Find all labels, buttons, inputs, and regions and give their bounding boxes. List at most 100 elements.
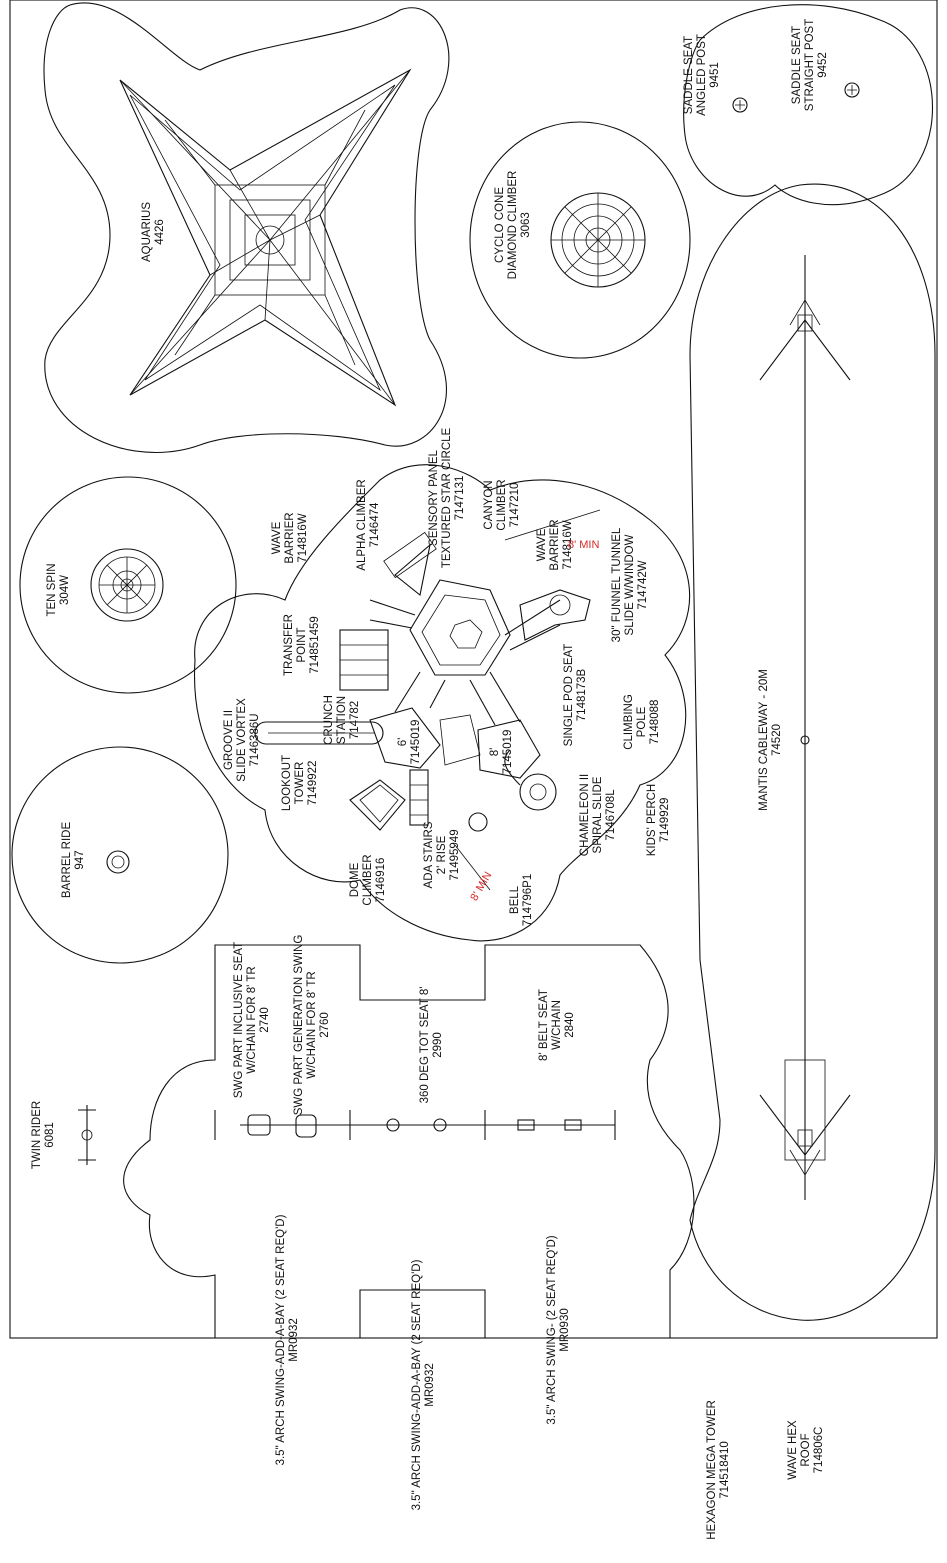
transfer-point-steps <box>339 629 389 691</box>
cableway-line <box>800 255 810 1200</box>
svg-text:7146386U: 7146386U <box>249 713 261 766</box>
hexagon-mega-tower <box>409 579 511 676</box>
canyon-climber-label: CANYON CLIMBER 7147210 <box>483 479 521 530</box>
svg-text:CLIMBER: CLIMBER <box>496 479 508 530</box>
svg-text:CLIMBING: CLIMBING <box>623 694 635 750</box>
swing-frame <box>214 1110 616 1140</box>
svg-text:3.5" ARCH SWING-ADD-A-BAY (2 S: 3.5" ARCH SWING-ADD-A-BAY (2 SEAT REQ'D) <box>275 1214 287 1465</box>
svg-text:TWIN RIDER: TWIN RIDER <box>31 1101 43 1169</box>
svg-text:714816W: 714816W <box>297 513 309 562</box>
small-clearance-label: 8' MIN <box>468 870 494 903</box>
svg-text:TEXTURED STAR CIRCLE: TEXTURED STAR CIRCLE <box>441 427 453 568</box>
tot-seat-label: 360 DEG TOT SEAT 8' 2990 <box>419 987 444 1104</box>
min-clearance-label: 8' MIN <box>568 539 599 551</box>
site-boundary <box>9 0 938 1339</box>
svg-text:HEXAGON MEGA TOWER: HEXAGON MEGA TOWER <box>706 1400 718 1540</box>
svg-text:714742W: 714742W <box>637 560 649 609</box>
svg-text:CHAMELEON II: CHAMELEON II <box>579 774 591 856</box>
svg-text:CRUNCH: CRUNCH <box>323 695 335 745</box>
svg-text:3.5" ARCH SWING- (2 SEAT REQ'D: 3.5" ARCH SWING- (2 SEAT REQ'D) <box>546 1235 558 1424</box>
svg-text:SWG PART GENERATION SWING: SWG PART GENERATION SWING <box>293 935 305 1116</box>
svg-text:7147131: 7147131 <box>454 476 466 521</box>
wave-barrier-label-top: WAVE BARRIER 714816W <box>271 512 309 563</box>
svg-text:SLIDE VORTEX: SLIDE VORTEX <box>236 698 248 782</box>
svg-text:SINGLE POD SEAT: SINGLE POD SEAT <box>563 644 575 747</box>
svg-text:714851459: 714851459 <box>309 616 321 674</box>
svg-text:6081: 6081 <box>44 1122 56 1148</box>
svg-text:2' RISE: 2' RISE <box>436 835 448 874</box>
svg-text:714782: 714782 <box>349 701 361 739</box>
svg-text:7148088: 7148088 <box>649 700 661 745</box>
svg-text:KIDS' PERCH: KIDS' PERCH <box>646 784 658 857</box>
svg-text:DIAMOND CLIMBER: DIAMOND CLIMBER <box>507 171 519 280</box>
deck-8ft <box>477 719 541 779</box>
transfer-point-label: TRANSFER POINT 714851459 <box>283 614 321 676</box>
deck-6ft <box>369 707 441 769</box>
chameleon-slide-label: CHAMELEON II SPIRAL SLIDE 7146708L <box>579 774 617 856</box>
barrel-ride-label: BARREL RIDE 947 <box>61 822 86 899</box>
sensory-panel-label: SENSORY PANEL TEXTURED STAR CIRCLE 71471… <box>428 427 466 568</box>
dome-climber <box>349 779 406 831</box>
inclusive-seat-icon <box>247 1114 271 1136</box>
ten-spin-label: TEN SPIN 304W <box>46 563 71 616</box>
clearance-line-bottom <box>454 844 491 891</box>
svg-text:71495949: 71495949 <box>449 829 461 880</box>
svg-text:SWG PART INCLUSIVE SEAT: SWG PART INCLUSIVE SEAT <box>233 942 245 1098</box>
svg-text:9452: 9452 <box>817 52 829 78</box>
svg-text:WAVE: WAVE <box>536 528 548 561</box>
cyclo-cone-safety-zone <box>469 121 691 359</box>
wave-hex-roof-note: WAVE HEX ROOF 714806C <box>787 1420 825 1480</box>
svg-text:4426: 4426 <box>154 219 166 245</box>
svg-text:BARREL RIDE: BARREL RIDE <box>61 822 73 899</box>
ada-stairs-label: ADA STAIRS 2' RISE 71495949 <box>423 821 461 888</box>
svg-text:8' MIN: 8' MIN <box>468 870 494 903</box>
hexagon-tower-note: HEXAGON MEGA TOWER 714518410 <box>706 1400 731 1540</box>
svg-text:STRAIGHT POST: STRAIGHT POST <box>804 19 816 111</box>
svg-text:947: 947 <box>74 850 86 869</box>
funnel-tunnel-slide <box>519 589 591 641</box>
svg-text:WAVE: WAVE <box>271 521 283 554</box>
svg-text:2760: 2760 <box>319 1012 331 1038</box>
svg-text:714806C: 714806C <box>813 1427 825 1474</box>
svg-text:SENSORY PANEL: SENSORY PANEL <box>428 449 440 545</box>
svg-text:TRANSFER: TRANSFER <box>283 614 295 676</box>
svg-text:CLIMBER: CLIMBER <box>362 854 374 905</box>
svg-text:ALPHA CLIMBER: ALPHA CLIMBER <box>356 479 368 570</box>
single-pod-label: SINGLE POD SEAT 7148173B <box>563 644 588 747</box>
alpha-climber-label: ALPHA CLIMBER 7146474 <box>356 479 381 570</box>
svg-text:SLIDE W/WINDOW: SLIDE W/WINDOW <box>624 534 636 635</box>
belt-seat-icon <box>517 1119 582 1131</box>
generation-swing-icon <box>295 1114 317 1138</box>
svg-text:TEN SPIN: TEN SPIN <box>46 563 58 616</box>
mantis-cableway-label: MANTIS CABLEWAY - 20M 74520 <box>758 669 783 811</box>
svg-text:SPIRAL SLIDE: SPIRAL SLIDE <box>592 776 604 853</box>
belt-seat-label: 8' BELT SEAT W/CHAIN 2840 <box>538 989 576 1061</box>
ten-spin-icon <box>90 548 164 622</box>
svg-text:LOOKOUT: LOOKOUT <box>281 755 293 811</box>
svg-text:304W: 304W <box>59 575 71 605</box>
groove-slide <box>254 721 384 745</box>
svg-text:POLE: POLE <box>636 706 648 737</box>
barrel-ride-icon <box>106 850 130 874</box>
svg-text:74520: 74520 <box>771 724 783 756</box>
svg-text:CANYON: CANYON <box>483 480 495 529</box>
aquarius-safety-zone <box>43 2 450 453</box>
svg-text:9451: 9451 <box>709 62 721 88</box>
svg-text:30" FUNNEL TUNNEL: 30" FUNNEL TUNNEL <box>611 527 623 642</box>
twin-rider-icon <box>78 1105 96 1165</box>
wave-barrier-label-right: WAVE BARRIER 714816W <box>536 519 574 570</box>
svg-text:6': 6' <box>397 738 409 747</box>
svg-text:7148173B: 7148173B <box>576 668 588 721</box>
cableway-top-end <box>759 299 851 381</box>
svg-text:GROOVE II: GROOVE II <box>223 710 235 770</box>
tower-safety-zone <box>193 464 691 942</box>
funnel-tunnel-label: 30" FUNNEL TUNNEL SLIDE W/WINDOW 714742W <box>611 527 649 642</box>
lookout-tower-label: LOOKOUT TOWER 7149922 <box>281 755 319 811</box>
dome-climber-label: DOME CLIMBER 7146916 <box>349 854 387 905</box>
svg-text:3063: 3063 <box>520 212 532 238</box>
svg-text:SADDLE SEAT: SADDLE SEAT <box>791 26 803 104</box>
svg-text:STATION: STATION <box>336 696 348 744</box>
cableway-safety-zone <box>689 183 936 1321</box>
ten-spin-safety-zone <box>19 476 237 694</box>
saddle-seat-straight-label: SADDLE SEAT STRAIGHT POST 9452 <box>791 19 829 111</box>
